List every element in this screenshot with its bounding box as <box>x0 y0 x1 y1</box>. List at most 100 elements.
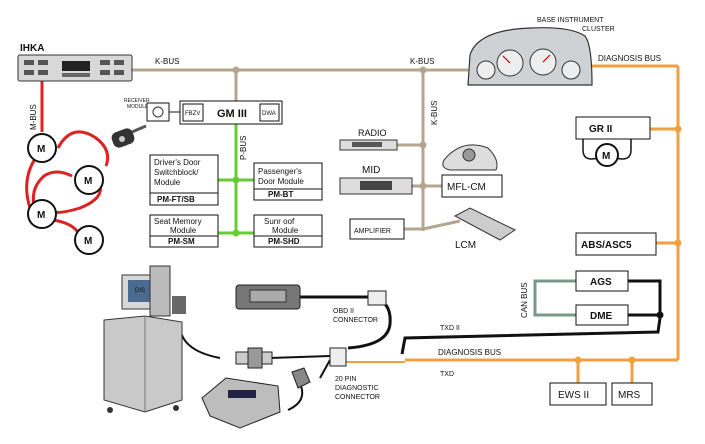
dwa-label: DWA <box>262 111 276 117</box>
receiver-icon <box>152 106 164 118</box>
gm-module: FBZV GM III DWA <box>179 100 283 125</box>
fbzv-label: FBZV <box>185 111 200 117</box>
motor-circle <box>74 165 104 195</box>
amplifier-module: AMPLIFIER <box>349 218 405 240</box>
receiver-label-line2: MODULE <box>127 104 149 110</box>
module-box <box>149 154 219 206</box>
receiver-module: RECEIVER MODULE <box>124 98 180 122</box>
k-bus-lcm-stub <box>422 219 461 231</box>
obd-label-line2: CONNECTOR <box>333 317 378 324</box>
gauge <box>476 60 496 80</box>
pin20-label-line3: CONNECTOR <box>335 394 380 401</box>
module-text: Sunr oof <box>264 217 295 226</box>
mid-label: MID <box>362 165 380 176</box>
ihka-button <box>24 70 34 75</box>
motor: M <box>27 199 57 229</box>
motor-label: M <box>37 210 45 221</box>
module-text: PM-FT/SB <box>157 195 195 204</box>
amplifier-box <box>349 218 405 240</box>
ihka-button <box>100 70 110 75</box>
dis-cable <box>178 321 221 359</box>
k-bus-junction <box>419 182 427 190</box>
mrs-box <box>611 382 653 406</box>
receiver-box <box>146 102 170 122</box>
car-key-icon <box>111 124 147 148</box>
mrs-module: MRS <box>611 382 653 406</box>
gr-label: GR II <box>589 124 613 135</box>
lcm-module: LCM <box>453 207 517 251</box>
module-text: Driver's Door <box>154 158 201 167</box>
obd-plug <box>367 290 387 306</box>
abs-box <box>575 232 657 256</box>
gr-box <box>575 116 651 140</box>
lcm-label: LCM <box>455 240 476 251</box>
pin20-plug <box>329 347 347 367</box>
motor-label: M <box>602 151 610 162</box>
motor-label: M <box>37 144 45 155</box>
pin20-label-line2: DIAGNOSTIC <box>335 385 379 392</box>
module-text: PM-SM <box>168 237 195 246</box>
p-bus-junction <box>232 176 240 184</box>
k-bus-mid-label: K-BUS <box>410 57 434 66</box>
adapter-plug <box>235 347 273 369</box>
cluster-label-line1: BASE INSTRUMENT <box>537 17 604 24</box>
module-box <box>253 214 323 248</box>
lcm-unit <box>453 207 517 241</box>
ihka-label: IHKA <box>20 43 44 54</box>
ihka-button <box>38 70 48 75</box>
gm-outer-box <box>179 100 283 125</box>
ihka-button <box>114 70 124 75</box>
pin20-label-line1: 20 PIN <box>335 376 356 383</box>
cluster-label-line2: CLUSTER <box>582 26 615 33</box>
mrs-label: MRS <box>618 390 641 401</box>
module-text: Door Module <box>258 177 304 186</box>
txd-ii-cable <box>400 317 662 355</box>
radio-module: RADIO <box>339 128 398 151</box>
ihka-button <box>38 60 48 65</box>
motor-circle <box>27 199 57 229</box>
k-bus-junction <box>232 66 240 74</box>
obd-scanner <box>235 284 301 310</box>
steering-wheel-icon <box>442 144 498 171</box>
m-bus-wire <box>56 130 110 167</box>
fbzv-box <box>182 103 204 122</box>
can-bus-label: CAN BUS <box>520 282 529 318</box>
k-bus-junction <box>419 141 427 149</box>
gr-wire <box>582 138 632 160</box>
ihka-button <box>114 60 124 65</box>
mfl-label: MFL-CM <box>447 182 486 193</box>
radio-label: RADIO <box>358 128 387 138</box>
can-bus-lines <box>533 279 664 319</box>
ihka-button <box>24 60 34 65</box>
can-bus-wire <box>533 279 576 317</box>
module-text: PM-SHD <box>268 237 300 246</box>
abs-module: ABS/ASC5 <box>575 232 657 256</box>
dis-tester-cart: DIS <box>103 265 186 413</box>
k-bus-lines <box>130 66 468 231</box>
ags-box <box>575 270 629 292</box>
diagnosis-bus-junction <box>674 125 682 133</box>
can-bus-junction <box>656 311 664 319</box>
m-bus-wire <box>51 218 80 233</box>
ihka-button <box>100 60 110 65</box>
diagnosis-bus-bottom-label: DIAGNOSIS BUS <box>438 348 501 357</box>
receiver-label-line1: RECEIVER <box>124 98 150 104</box>
diagnosis-bus-lines <box>345 64 682 383</box>
motor: M <box>74 225 104 255</box>
ags-label: AGS <box>590 277 612 288</box>
ihka-module: IHKA <box>17 43 133 82</box>
obd-connector: OBD II CONNECTOR <box>333 290 387 324</box>
cart-body <box>103 315 183 413</box>
module-text: Module <box>272 226 299 235</box>
instrument-cluster: BASE INSTRUMENT CLUSTER <box>467 17 615 86</box>
abs-label: ABS/ASC5 <box>581 240 632 251</box>
mfl-box <box>441 174 503 198</box>
pin20-connector: 20 PIN DIAGNOSTIC CONNECTOR <box>329 347 380 401</box>
p-bus-label: P-BUS <box>239 136 248 160</box>
amplifier-label: AMPLIFIER <box>354 228 391 235</box>
ews-module: EWS II <box>549 382 607 406</box>
pin20-cable <box>319 359 331 379</box>
obd-label-line1: OBD II <box>333 308 354 315</box>
ews-box <box>549 382 607 406</box>
ags-module: AGS <box>575 270 629 292</box>
